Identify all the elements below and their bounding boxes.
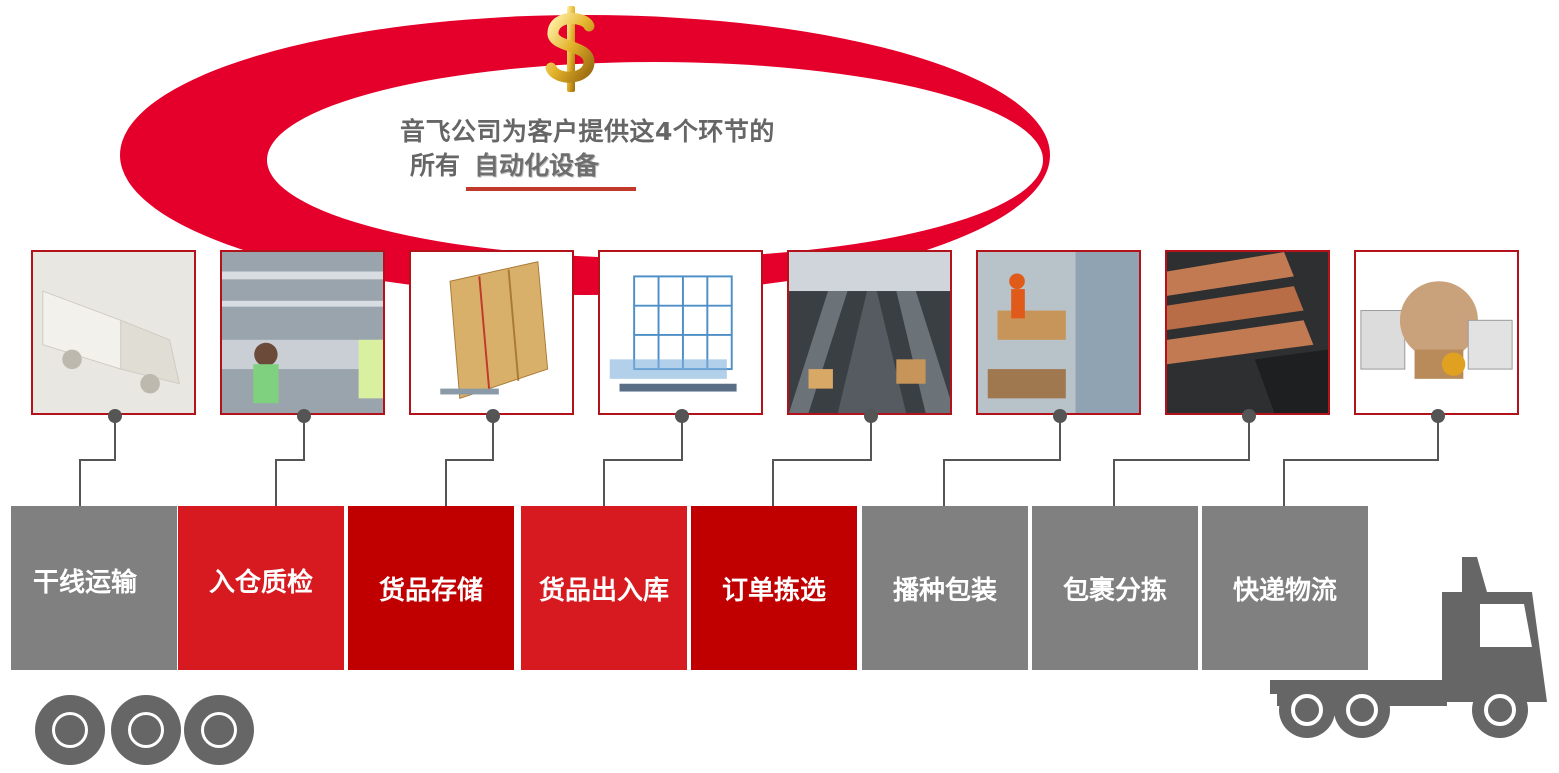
connector-dot [486,409,500,423]
wheel-icon [35,695,105,765]
step-label: 包裹分拣 [1062,575,1167,606]
photo-automated-storage [598,250,763,415]
headline-highlight: 自动化设备 [474,151,600,180]
headline-line-2: 所有自动化设备 [410,146,599,182]
photo-express [1354,250,1519,415]
photo-sorting [1165,250,1330,415]
automated-storage-image [600,252,761,413]
connector-dot [297,409,311,423]
step-label: 干线运输 [33,568,138,598]
dollar-sign-icon [545,6,595,92]
connector-dot [108,409,122,423]
headline-prefix: 所有 [410,151,461,180]
globe-parcels-image [1356,252,1517,413]
wheel-icon [184,695,254,765]
step-parcel-sorting: 包裹分拣 [1032,506,1198,670]
step-order-picking: 订单拣选 [691,506,857,670]
connector-dot [675,409,689,423]
packing-station-image [978,252,1139,413]
step-seeding-packing: 播种包装 [862,506,1028,670]
step-label: 货品出入库 [538,575,669,606]
pallet-racking-image [411,252,572,413]
connector-dot [1242,409,1256,423]
sorting-chutes-image [1167,252,1328,413]
connector-dot [1431,409,1445,423]
step-label: 播种包装 [892,575,997,606]
warehouse-inspection-image [222,252,383,413]
photo-conveyor [787,250,952,415]
truck-model-image [33,252,194,413]
conveyor-lines-image [789,252,950,413]
photo-inspection [220,250,385,415]
connector-dot [864,409,878,423]
step-label: 货品存储 [378,575,483,606]
step-label: 入仓质检 [208,568,313,598]
wheel-icon [111,695,181,765]
step-trunk-transport: 干线运输 [11,506,177,670]
connector-dot [1053,409,1067,423]
step-goods-storage: 货品存储 [348,506,514,670]
photo-delivery-truck [31,250,196,415]
step-express-logistics: 快递物流 [1202,506,1368,670]
headline-line-1: 音飞公司为客户提供这4个环节的 [400,117,775,146]
headline-underline [466,187,636,191]
step-label: 订单拣选 [721,575,826,606]
step-goods-in-out: 货品出入库 [521,506,687,670]
truck-cab-icon [1270,557,1547,738]
photo-pallet-racking [409,250,574,415]
step-label: 快递物流 [1232,575,1337,606]
step-inbound-inspection: 入仓质检 [178,506,344,670]
photo-packing [976,250,1141,415]
